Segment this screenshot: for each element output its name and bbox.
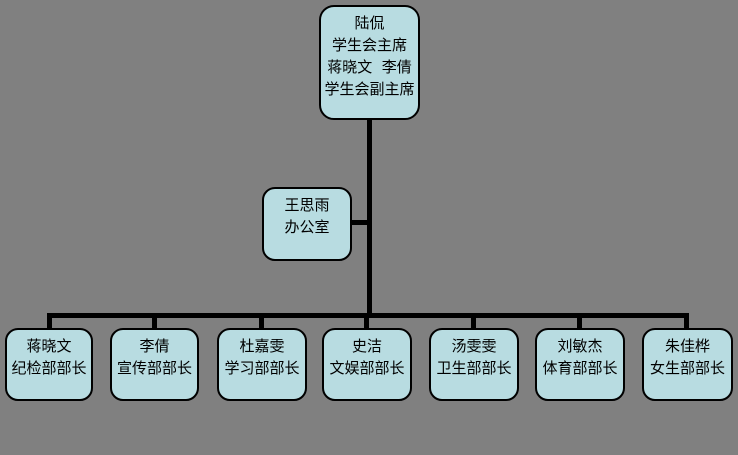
connector-trunk-vertical: [367, 118, 372, 318]
node-dept-discipline: 蒋晓文 纪检部部长: [5, 328, 93, 401]
dept-head-title: 女生部部长: [649, 359, 725, 377]
office-label: 办公室: [284, 218, 330, 236]
office-person-name: 王思雨: [284, 196, 330, 214]
connector-stub-publicity: [152, 316, 157, 329]
node-dept-girls: 朱佳桦 女生部部长: [642, 328, 733, 401]
dept-head-title: 纪检部部长: [11, 359, 87, 377]
node-president: 陆侃 学生会主席 蒋晓文 李倩 学生会副主席: [319, 5, 420, 120]
vice-president-title: 学生会副主席: [324, 80, 415, 98]
connector-stub-study: [259, 316, 264, 329]
connector-horizontal-bus: [47, 313, 689, 318]
node-dept-publicity: 李倩 宣传部部长: [110, 328, 199, 401]
connector-stub-discipline: [47, 316, 52, 329]
connector-stub-recreation: [364, 316, 369, 329]
dept-head-name: 蒋晓文: [26, 337, 72, 355]
connector-stub-sports: [577, 316, 582, 329]
dept-head-title: 学习部部长: [224, 359, 300, 377]
dept-head-title: 卫生部部长: [436, 359, 512, 377]
vice-president-names: 蒋晓文 李倩: [327, 58, 412, 76]
connector-stub-hygiene: [471, 316, 476, 329]
connector-stub-girls: [684, 316, 689, 329]
dept-head-name: 李倩: [139, 337, 170, 355]
president-name: 陆侃: [354, 14, 385, 32]
node-dept-sports: 刘敏杰 体育部部长: [535, 328, 625, 401]
dept-head-name: 刘敏杰: [557, 337, 603, 355]
node-dept-recreation: 史洁 文娱部部长: [322, 328, 412, 401]
dept-head-name: 汤雯雯: [451, 337, 497, 355]
dept-head-title: 体育部部长: [542, 359, 618, 377]
node-dept-study: 杜嘉雯 学习部部长: [217, 328, 307, 401]
connector-office-link: [351, 220, 369, 225]
dept-head-name: 朱佳桦: [664, 337, 710, 355]
node-office: 王思雨 办公室: [262, 187, 352, 261]
president-title: 学生会主席: [331, 36, 407, 54]
dept-head-title: 文娱部部长: [329, 359, 405, 377]
dept-head-name: 史洁: [351, 337, 382, 355]
node-dept-hygiene: 汤雯雯 卫生部部长: [429, 328, 519, 401]
dept-head-title: 宣传部部长: [116, 359, 192, 377]
dept-head-name: 杜嘉雯: [239, 337, 285, 355]
